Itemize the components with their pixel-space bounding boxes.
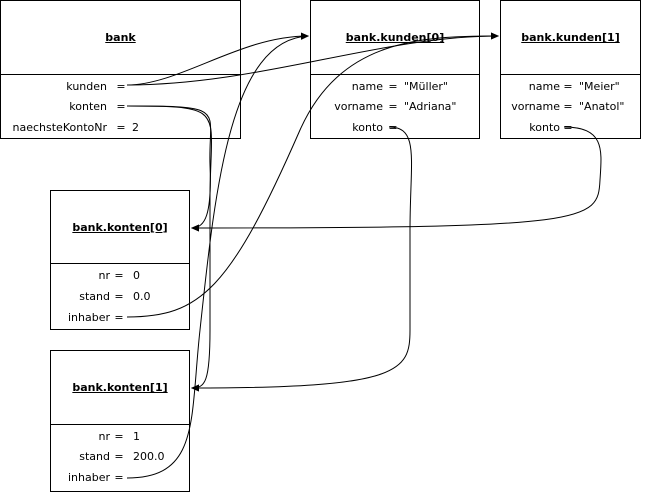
field-name: nr — [98, 430, 111, 443]
field-row-nr: nr = 1 — [51, 427, 189, 447]
field-row-name: name = "Müller" — [311, 77, 479, 97]
field-row-nr: nr = 0 — [51, 266, 189, 286]
field-name: naechsteKontoNr — [12, 121, 107, 134]
field-row-konten: konten = — [1, 97, 240, 117]
field-value: 0.0 — [133, 290, 151, 303]
field-row-stand: stand = 0.0 — [51, 287, 189, 307]
object-title: bank.konten[0] — [72, 220, 168, 234]
object-title: bank.kunden[0] — [345, 31, 445, 44]
arrow-kunde-1-konto-to-konto-0 — [191, 126, 602, 232]
field-name: inhaber — [67, 471, 110, 484]
field-value: 1 — [133, 430, 140, 443]
object-konto-1: bank.konten[1] nr = 1 stand = 200.0 inha… — [50, 350, 190, 492]
equals-sign: = — [563, 121, 573, 134]
field-name: kunden — [66, 80, 107, 93]
field-row-kunden: kunden = — [1, 77, 240, 97]
field-row-naechstekontonr: naechsteKontoNr = 2 — [1, 118, 240, 138]
equals-sign: = — [388, 121, 398, 134]
equals-sign: = — [116, 121, 126, 134]
field-value: "Adriana" — [404, 100, 457, 113]
field-name: nr — [98, 269, 111, 282]
object-kunde-0: bank.kunden[0] name = "Müller" vorname =… — [310, 0, 480, 139]
field-value: 0 — [133, 269, 140, 282]
field-name: stand — [79, 290, 110, 303]
field-row-inhaber: inhaber = — [51, 308, 189, 328]
object-title: bank.kunden[1] — [521, 31, 620, 44]
object-bank: bank kunden = konten = naechsteKontoNr =… — [0, 0, 241, 139]
field-row-vorname: vorname = "Anatol" — [501, 97, 640, 117]
field-name: konten — [69, 100, 107, 113]
field-value: "Anatol" — [579, 100, 625, 113]
equals-sign: = — [114, 471, 124, 484]
equals-sign: = — [563, 80, 573, 93]
object-kunde-1: bank.kunden[1] name = "Meier" vorname = … — [500, 0, 641, 139]
field-row-name: name = "Meier" — [501, 77, 640, 97]
equals-sign: = — [388, 80, 398, 93]
field-name: vorname — [334, 100, 383, 113]
object-title: bank.konten[1] — [72, 381, 168, 394]
field-row-inhaber: inhaber = — [51, 468, 189, 488]
object-header: bank.konten[0] — [51, 191, 189, 264]
field-name: vorname — [511, 100, 560, 113]
field-name: inhaber — [67, 311, 110, 324]
equals-sign: = — [114, 430, 124, 443]
equals-sign: = — [116, 100, 126, 113]
equals-sign: = — [116, 80, 126, 93]
field-name: name — [528, 80, 560, 93]
equals-sign: = — [563, 100, 573, 113]
field-value: 2 — [132, 121, 139, 134]
field-value: "Müller" — [404, 80, 448, 93]
object-header: bank — [1, 1, 240, 75]
field-name: stand — [79, 450, 110, 463]
equals-sign: = — [114, 269, 124, 282]
equals-sign: = — [114, 290, 124, 303]
field-name: name — [351, 80, 383, 93]
field-row-stand: stand = 200.0 — [51, 447, 189, 467]
field-value: "Meier" — [579, 80, 620, 93]
object-header: bank.konten[1] — [51, 351, 189, 425]
object-header: bank.kunden[1] — [501, 1, 640, 75]
object-konto-0: bank.konten[0] nr = 0 stand = 0.0 inhabe… — [50, 190, 190, 330]
field-row-vorname: vorname = "Adriana" — [311, 97, 479, 117]
object-header: bank.kunden[0] — [311, 1, 479, 75]
object-title: bank — [105, 31, 136, 44]
field-row-konto: konto = — [501, 118, 640, 138]
field-value: 200.0 — [133, 450, 165, 463]
field-row-konto: konto = — [311, 118, 479, 138]
field-name: konto — [352, 121, 383, 134]
equals-sign: = — [114, 450, 124, 463]
arrow-kunde-0-konto-to-konto-1 — [191, 126, 413, 392]
equals-sign: = — [388, 100, 398, 113]
field-name: konto — [529, 121, 560, 134]
equals-sign: = — [114, 311, 124, 324]
